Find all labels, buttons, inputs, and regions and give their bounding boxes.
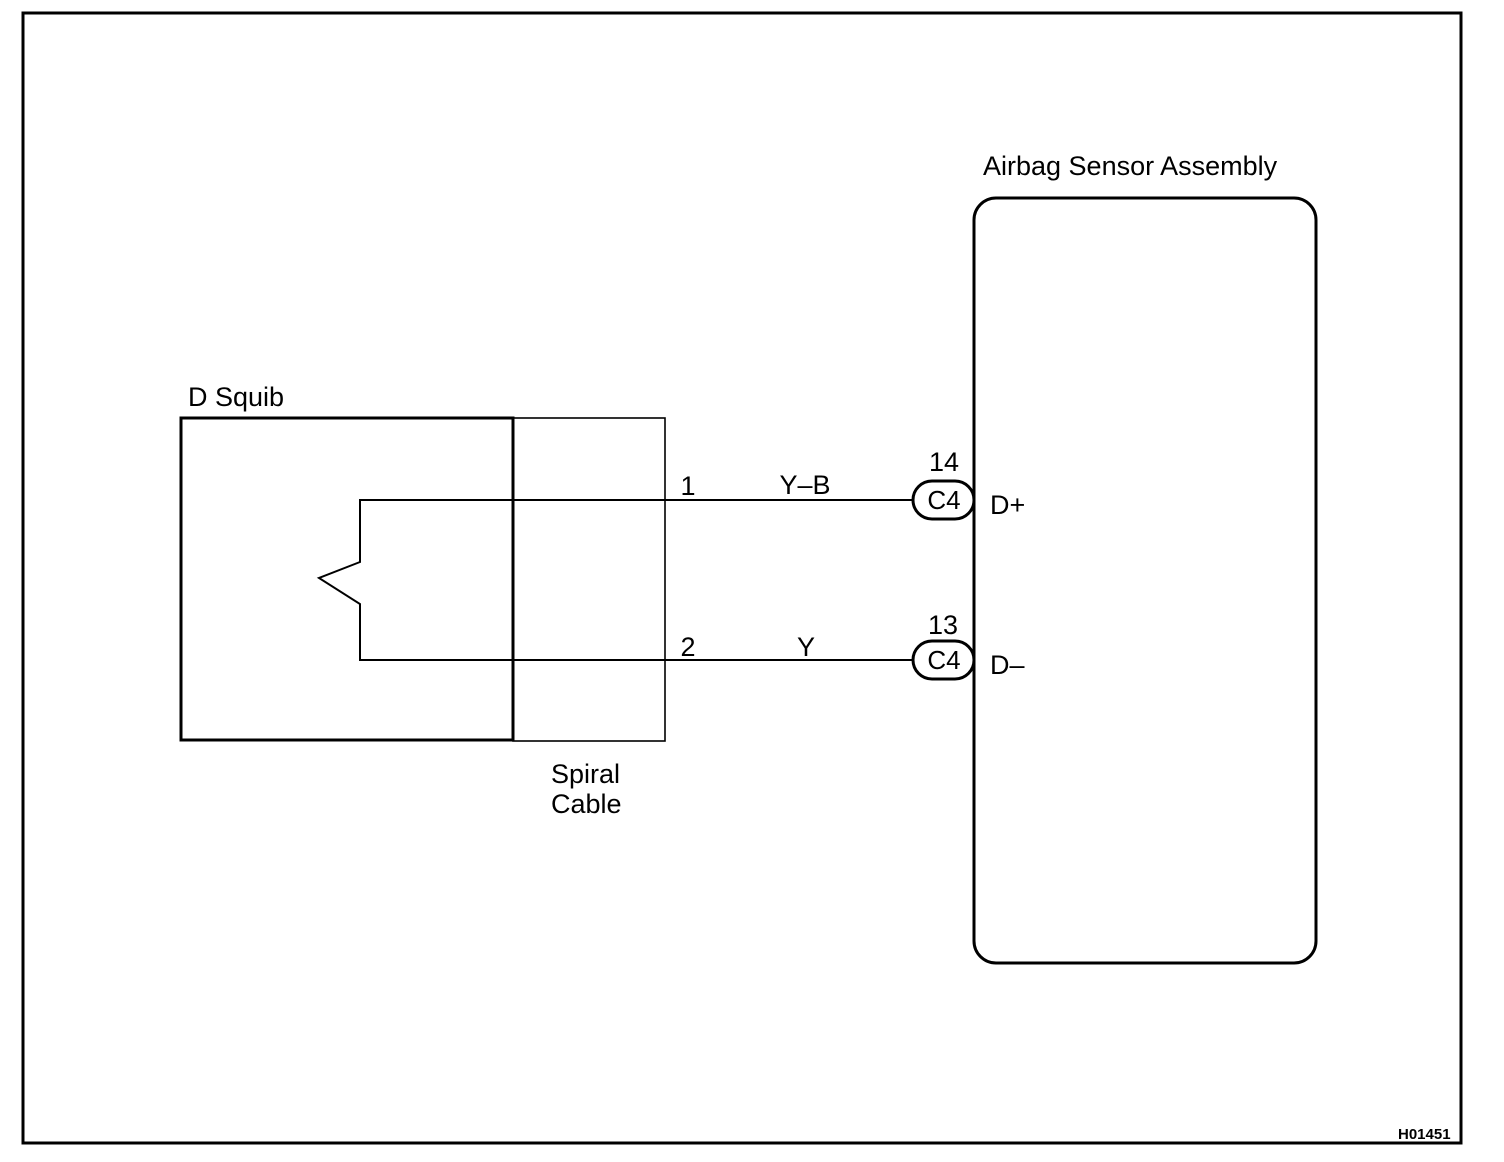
airbag-sensor-label: Airbag Sensor Assembly	[983, 151, 1278, 181]
diagram-frame	[21, 11, 1463, 1145]
connector-2-pill	[911, 639, 976, 681]
wire-2-pin: 2	[680, 632, 695, 662]
d-squib-box	[179, 416, 515, 742]
airbag-sensor-box	[972, 196, 1318, 965]
connector-1-pin: 14	[929, 447, 959, 477]
spiral-cable-box	[512, 417, 666, 742]
figure-id: H01451	[1398, 1126, 1451, 1143]
connector-1-code: C4	[927, 485, 960, 515]
d-squib-label: D Squib	[188, 382, 284, 412]
connector-2-terminal: D–	[990, 650, 1025, 680]
connector-2-pin: 13	[928, 610, 958, 640]
squib-circuit-wire	[316, 499, 916, 661]
wire-1-pin: 1	[680, 471, 695, 501]
connector-1-pill	[911, 479, 976, 521]
connector-1-terminal: D+	[990, 490, 1025, 520]
spiral-cable-label-line1: Spiral	[551, 759, 620, 789]
wire-2-color-code: Y	[797, 632, 815, 662]
spiral-cable-label-line2: Cable	[551, 789, 622, 819]
wire-1-color-code: Y–B	[779, 470, 830, 500]
connector-2-code: C4	[927, 645, 960, 675]
